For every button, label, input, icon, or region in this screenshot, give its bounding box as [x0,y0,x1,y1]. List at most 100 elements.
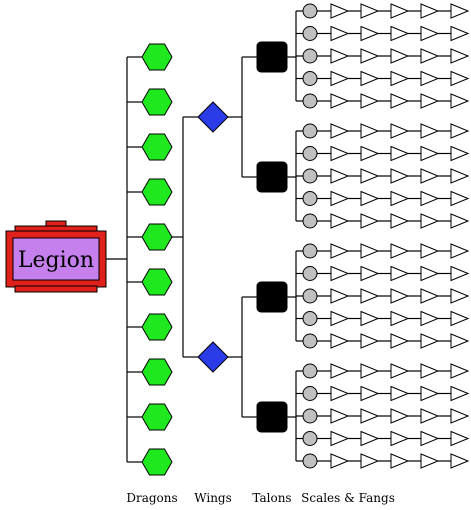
talon-node [256,401,288,433]
fang-triangle [450,333,470,349]
scale-node [302,333,318,349]
fang-triangle [330,430,350,447]
fang-triangle [450,123,470,139]
fang-triangle [360,213,380,229]
dragon-node [141,358,173,386]
fang-triangle [420,3,440,19]
fang-triangle [330,288,350,304]
wing-node [197,101,229,133]
dragon-node [141,43,173,71]
fang-triangle [330,408,350,424]
fang-triangle [390,333,410,349]
fang-triangle [390,25,410,42]
fang-triangle [330,243,350,259]
fang-triangle [390,310,410,327]
fang-triangle [450,385,470,402]
fang-triangle [330,333,350,349]
fang-triangle [450,310,470,327]
fang-triangle [420,265,440,282]
scale-node [302,213,318,229]
fang-triangle [390,145,410,162]
level-labels: Dragons Wings Talons Scales & Fangs [126,491,395,505]
talon-node [256,161,288,193]
scale-node [302,168,318,184]
fang-triangle [420,48,440,64]
root-top-tab [45,220,67,227]
root-base [14,285,98,293]
fang-triangle [360,25,380,42]
level-label-dragons: Dragons [126,491,177,505]
fang-triangle [390,168,410,184]
scale-node [302,266,318,281]
fang-triangle [330,48,350,64]
scale-node [302,363,318,379]
scale-node [302,71,318,86]
fang-triangle [330,363,350,379]
fang-triangle [420,145,440,162]
fang-triangle [390,363,410,379]
fang-triangle [360,288,380,304]
fang-triangle [360,48,380,64]
fang-triangle [330,168,350,184]
fang-triangle [390,430,410,447]
fang-triangle [450,363,470,379]
fang-triangle [390,288,410,304]
dragon-node [141,403,173,431]
fang-triangle [360,190,380,207]
fang-triangle [390,93,410,109]
fang-triangle [390,265,410,282]
fang-triangle [420,70,440,87]
dragon-node [141,223,173,251]
fang-triangle [420,243,440,259]
root-node-legion: Legion [5,220,107,293]
scale-node [302,288,318,304]
fang-triangle [450,25,470,42]
fang-triangle [360,310,380,327]
fang-triangle [390,453,410,469]
fang-triangle [330,123,350,139]
dragon-node [141,313,173,341]
fang-triangle [360,123,380,139]
fang-triangle [450,213,470,229]
fang-triangle [390,190,410,207]
fang-triangle [450,93,470,109]
scale-node [302,431,318,446]
fang-triangle [330,25,350,42]
fang-triangle [450,145,470,162]
fang-triangle [330,70,350,87]
dragon-node [141,88,173,116]
fang-triangle [360,265,380,282]
scale-node [302,386,318,401]
fang-triangle [450,408,470,424]
fang-triangle [330,265,350,282]
fang-triangle [420,385,440,402]
fang-triangle [360,430,380,447]
fang-triangle [420,430,440,447]
fang-triangle [330,145,350,162]
fang-triangle [390,70,410,87]
fang-triangle [330,93,350,109]
fang-triangle [450,48,470,64]
fang-triangle [360,3,380,19]
dragon-node [141,133,173,161]
fang-triangle [420,93,440,109]
fang-triangle [450,288,470,304]
talon-node [256,41,288,73]
fang-triangle [360,168,380,184]
level-label-talons: Talons [252,491,291,505]
fang-triangle [420,363,440,379]
fang-triangle [330,385,350,402]
fang-triangle [360,363,380,379]
dragon-node [141,178,173,206]
fang-triangle [360,145,380,162]
wing-node [197,341,229,373]
level-label-wings: Wings [194,491,232,505]
fang-triangle [330,190,350,207]
scale-node [302,191,318,206]
fang-triangle [420,310,440,327]
scale-node [302,311,318,326]
fang-triangle [390,123,410,139]
fang-triangle [450,3,470,19]
fang-triangle [450,190,470,207]
